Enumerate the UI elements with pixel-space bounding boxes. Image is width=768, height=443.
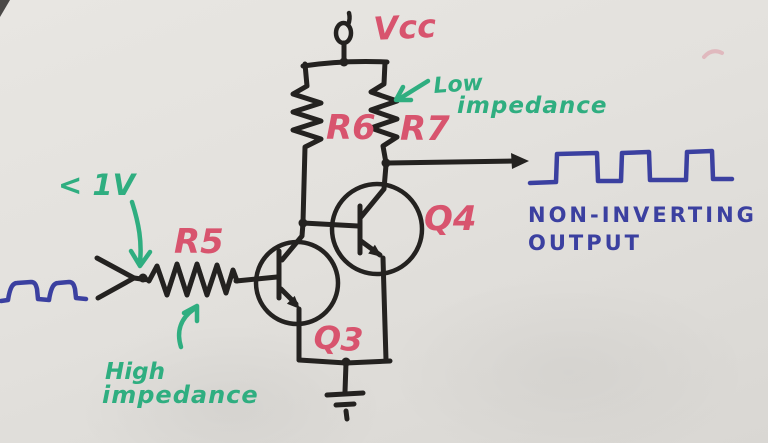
low-impedance-label-line2: impedance bbox=[457, 93, 608, 119]
output-caption-line1: NON-INVERTING bbox=[528, 203, 757, 227]
q4-emitter-down-wire bbox=[380, 255, 389, 363]
r6-label: R6 bbox=[326, 108, 376, 148]
photo-corner-shadow bbox=[0, 0, 10, 17]
top-rail-wire bbox=[300, 59, 390, 69]
ground-bar-long bbox=[324, 390, 366, 398]
q4-collector-wire bbox=[358, 162, 389, 220]
q4-base-wire bbox=[300, 220, 361, 229]
output-arrowhead bbox=[511, 153, 529, 169]
high-impedance-arrow bbox=[176, 306, 197, 350]
q3-collector-wire bbox=[279, 220, 306, 263]
q3-base-wire bbox=[233, 274, 280, 284]
input-level-arrowhead bbox=[128, 248, 153, 269]
input-level-arrow bbox=[129, 199, 143, 265]
output-square-wave bbox=[527, 148, 735, 186]
vcc-label: Vcc bbox=[372, 7, 437, 48]
marker-smudge bbox=[702, 49, 724, 59]
ground-stem bbox=[342, 360, 349, 395]
resistor-r7-symbol bbox=[368, 59, 400, 166]
low-impedance-arrow bbox=[396, 78, 431, 102]
low-impedance-arrowhead bbox=[393, 84, 414, 103]
resistor-r6-symbol bbox=[290, 61, 324, 225]
high-impedance-label-line1: High bbox=[105, 359, 165, 385]
q3-emitter-arrow bbox=[286, 295, 300, 309]
q4-emitter-arrow bbox=[368, 244, 382, 257]
low-impedance-label-line1: Low bbox=[433, 71, 485, 99]
input-level-label: < 1V bbox=[58, 168, 138, 202]
q3-label: Q3 bbox=[312, 318, 364, 359]
ground-bar-short bbox=[333, 401, 357, 408]
r5-label: R5 bbox=[174, 222, 224, 262]
output-wire bbox=[385, 158, 518, 166]
transistor-q4-body bbox=[329, 181, 425, 277]
output-caption-line2: OUTPUT bbox=[528, 231, 642, 255]
input-chevron bbox=[94, 255, 137, 301]
high-impedance-arrowhead bbox=[181, 303, 200, 324]
q4-label: Q4 bbox=[424, 199, 477, 239]
input-node-dot bbox=[138, 273, 148, 283]
resistor-r5-symbol bbox=[146, 261, 240, 298]
vcc-terminal-tail bbox=[345, 10, 352, 28]
high-impedance-label-line2: impedance bbox=[102, 381, 259, 409]
ground-tick bbox=[343, 408, 350, 422]
input-waveform bbox=[0, 279, 89, 304]
r7-label: R7 bbox=[400, 109, 450, 149]
